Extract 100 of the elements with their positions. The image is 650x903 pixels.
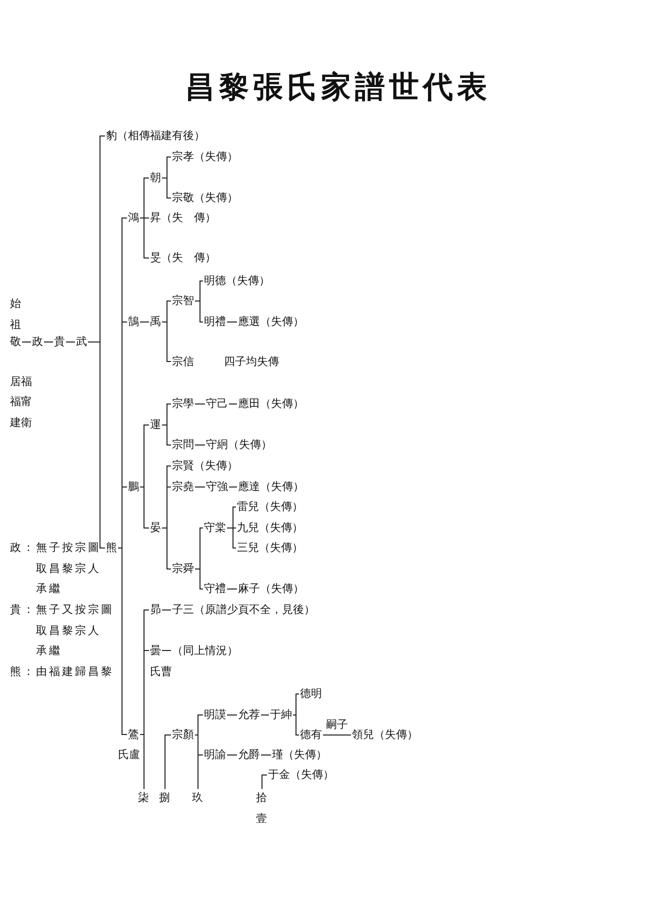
note-text: 氏曹	[150, 665, 172, 679]
connector-line	[194, 568, 204, 590]
name-text: 明謨	[204, 708, 226, 722]
connector-line	[260, 714, 270, 716]
connector-line	[162, 322, 172, 362]
connector-line	[194, 300, 204, 322]
name-text: 麻子（失傳）	[238, 582, 304, 596]
name-text: 政	[32, 335, 43, 349]
name-text: 于金（失傳）	[268, 768, 334, 782]
connector-line	[88, 342, 106, 548]
name-text: 敬	[10, 335, 21, 349]
name-text: 鵠	[128, 315, 139, 329]
connector-line	[322, 734, 352, 736]
name-text: 貴	[54, 335, 65, 349]
name-text: 允爵	[238, 748, 260, 762]
name-text: 鷟	[128, 728, 139, 741]
name-text: 宗學	[172, 397, 194, 411]
vertical-label: 始祖	[10, 296, 22, 333]
name-text: 晏	[150, 521, 161, 535]
note-text: 四子均失傳	[224, 355, 279, 369]
name-text: 明禮	[204, 315, 226, 329]
name-text: 昴	[150, 603, 161, 617]
name-text: 明德（失傳）	[204, 274, 270, 288]
connector-line	[162, 424, 172, 446]
name-text: 朝	[150, 171, 161, 185]
name-text: 雷兒（失傳）	[237, 500, 303, 514]
connector-line	[118, 548, 128, 735]
edge-label: 嗣子	[326, 718, 348, 732]
name-text: 鴻	[128, 211, 139, 225]
name-text: 捌	[159, 787, 171, 808]
name-text: 守絅（失傳）	[206, 438, 272, 452]
note-text: 居福	[10, 375, 32, 389]
connector-line	[140, 734, 144, 790]
name-text: 宗問	[172, 438, 194, 452]
connector-line	[226, 588, 238, 590]
connector-line	[162, 650, 172, 651]
name-text: 拾壹	[256, 787, 268, 829]
name-text: 熊	[106, 541, 117, 555]
name-text: 德明	[300, 687, 322, 701]
name-text: 守強	[206, 480, 228, 494]
name-text: 九兒（失傳）	[237, 521, 303, 535]
name-text: 宗舜	[172, 562, 194, 576]
name-text: 守己	[206, 397, 228, 411]
note-text: 貴：無子又按宗圖	[10, 603, 114, 617]
name-text: 三兒（失傳）	[237, 541, 303, 555]
connector-line	[292, 694, 300, 716]
name-text: 禹	[150, 315, 161, 329]
name-text: 旻（失 傳）	[150, 251, 216, 265]
note-text: 承繼	[36, 582, 62, 596]
name-text: （同上情況）	[172, 644, 238, 658]
name-text: 柒	[138, 787, 150, 808]
note-text: 取昌黎宗人	[36, 562, 101, 576]
name-text: 宗堯	[172, 480, 194, 494]
name-text: 昇（失 傳）	[150, 211, 216, 225]
note-text: 氏盧	[118, 748, 140, 762]
name-text: 應達（失傳）	[238, 480, 304, 494]
note-text: 政：無子按宗圖	[10, 541, 101, 555]
name-text: 應田（失傳）	[238, 397, 304, 411]
name-text: 豹（相傳福建有後）	[106, 129, 205, 143]
name-text: 曇	[150, 644, 161, 657]
connector-line	[164, 734, 172, 790]
name-text: 守禮	[204, 582, 226, 596]
name-text: 宗賢（失傳）	[172, 459, 238, 473]
note-text: 取昌黎宗人	[36, 624, 101, 638]
connector-line	[226, 714, 238, 716]
note-text: 福甯	[10, 395, 32, 409]
name-text: 運	[150, 418, 161, 432]
connector-line	[228, 486, 238, 488]
name-text: 宗智	[172, 294, 194, 308]
name-text: 瑾（失傳）	[272, 748, 327, 762]
connector-line	[260, 754, 272, 756]
name-text: 子三（原譜少頁不全，見後）	[172, 603, 315, 617]
name-text: 玖	[192, 787, 204, 808]
name-text: 武	[76, 335, 87, 349]
connector-line	[262, 774, 268, 790]
connector-line	[292, 714, 300, 736]
name-text: 明諭	[204, 748, 226, 762]
name-text: 鵬	[128, 480, 139, 494]
name-text: 領兒（失傳）	[352, 728, 418, 742]
name-text: 于紳	[270, 708, 292, 722]
name-text: 宗顏	[172, 728, 194, 742]
connector-line	[194, 444, 206, 446]
name-text: 德有	[300, 728, 322, 742]
name-text: 宗孝（失傳）	[172, 150, 238, 164]
note-text: 熊：由福建歸昌黎	[10, 665, 114, 679]
connector-line	[226, 754, 238, 756]
connector-line	[194, 714, 204, 736]
title: 昌黎張氏家譜世代表	[184, 69, 492, 107]
connector-line	[194, 734, 198, 790]
connector-line	[162, 528, 172, 570]
note-text: 建衛	[10, 416, 32, 430]
name-text: 宗敬（失傳）	[172, 191, 238, 205]
connector-line	[194, 486, 206, 488]
name-text: 宗信	[172, 355, 194, 368]
note-text: 承繼	[36, 644, 62, 658]
connector-line	[162, 178, 172, 198]
name-text: 應選（失傳）	[238, 315, 304, 329]
connector-line	[226, 528, 236, 548]
name-text: 允荐	[238, 708, 260, 722]
name-text: 守棠	[204, 521, 226, 535]
